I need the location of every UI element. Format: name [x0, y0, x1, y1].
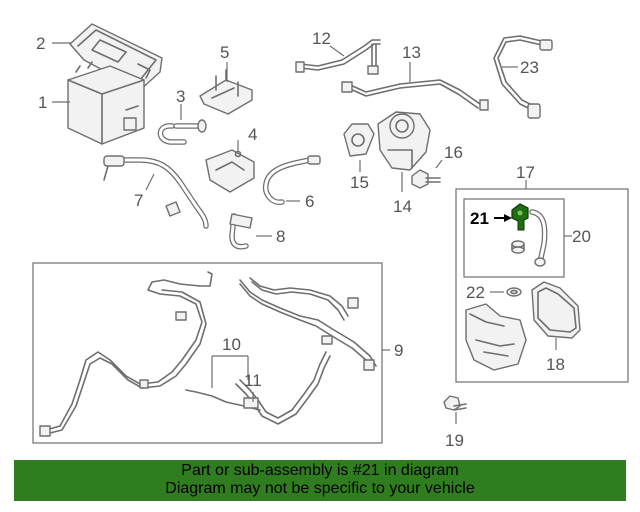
part-8-hose — [229, 213, 253, 250]
callout-8: 8 — [276, 227, 285, 246]
part-14-valve — [377, 111, 431, 171]
leader-12 — [329, 45, 345, 57]
callout-12: 12 — [312, 29, 331, 48]
part-16-bolt — [411, 169, 441, 189]
part-1-canister — [67, 61, 145, 145]
leader-16 — [435, 159, 443, 169]
callout-23: 23 — [520, 58, 539, 77]
part-separator-housing — [465, 303, 527, 371]
banner-line-2: Diagram may not be specific to your vehi… — [165, 480, 475, 497]
part-18-gasket — [531, 281, 581, 339]
callout-18: 18 — [546, 355, 565, 374]
part-21-valve — [511, 203, 529, 231]
parts-diagram: 2 1 3 5 4 7 — [32, 23, 629, 450]
part-22-oring-inner — [510, 289, 518, 295]
callout-1: 1 — [38, 93, 47, 112]
part-22-oring — [506, 287, 522, 297]
part-9-lines — [39, 271, 377, 437]
group-box-17 — [455, 188, 629, 383]
callout-5: 5 — [220, 43, 229, 62]
arrow-21-icon — [504, 214, 512, 222]
callout-7: 7 — [134, 191, 143, 210]
callout-2: 2 — [36, 34, 45, 53]
callout-22: 22 — [466, 283, 485, 302]
part-4-bracket — [205, 149, 255, 193]
callout-21: 21 — [470, 209, 489, 228]
part-15-gasket — [343, 123, 375, 157]
part-6-hose — [262, 155, 321, 205]
callout-4: 4 — [248, 125, 257, 144]
part-23-line — [493, 35, 553, 119]
callout-10: 10 — [222, 335, 241, 354]
info-banner: Part or sub-assembly is #21 in diagram D… — [14, 460, 626, 501]
callout-6: 6 — [305, 192, 314, 211]
part-7-hose — [103, 155, 209, 229]
callout-9: 9 — [394, 341, 403, 360]
callout-14: 14 — [393, 197, 412, 216]
callout-11: 11 — [244, 371, 262, 390]
callout-19: 19 — [445, 431, 464, 450]
part-20-tube — [529, 209, 548, 267]
part-12-line — [295, 39, 381, 75]
part-2-shield — [69, 23, 163, 91]
callout-15: 15 — [350, 173, 369, 192]
callout-16: 16 — [444, 143, 463, 162]
part-grommet — [511, 240, 525, 254]
callout-3: 3 — [176, 87, 185, 106]
part-3-hose — [157, 119, 207, 145]
banner-line-1: Part or sub-assembly is #21 in diagram — [181, 462, 459, 479]
callout-17: 17 — [516, 163, 535, 182]
callout-13: 13 — [402, 43, 421, 62]
group-box-20 — [463, 198, 565, 278]
callout-20: 20 — [572, 227, 591, 246]
leader-7 — [145, 173, 155, 191]
part-13-line — [341, 79, 489, 111]
part-19-bolt — [443, 395, 467, 411]
group-box-9 — [32, 262, 383, 444]
part-5-bracket — [199, 69, 253, 115]
